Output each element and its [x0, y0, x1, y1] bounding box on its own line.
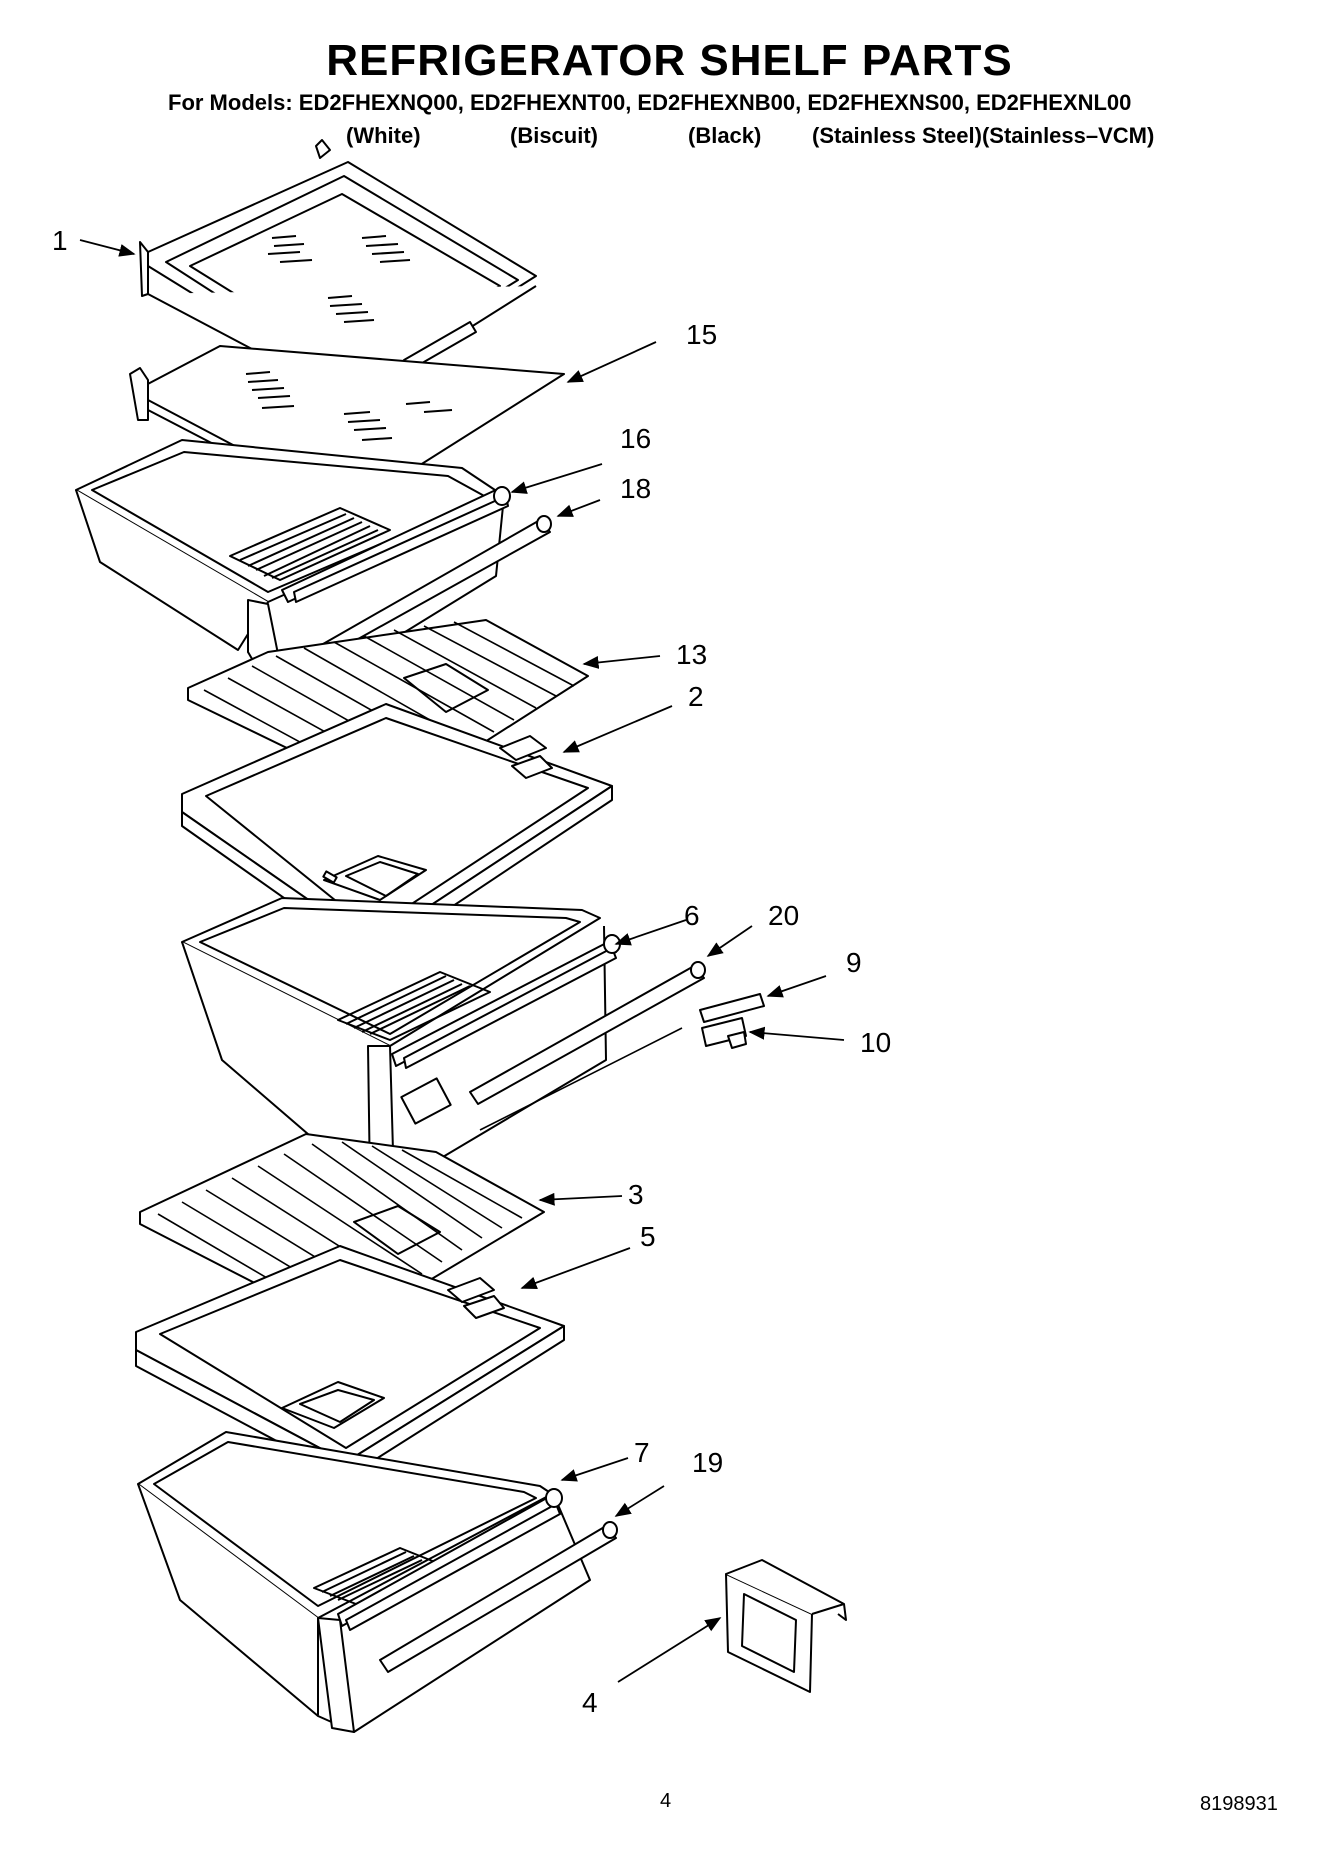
lower-crisper-drawer: [137, 1431, 618, 1733]
part-3-lower-shelf-insert: [139, 1133, 545, 1331]
callout-18: 18: [620, 473, 651, 504]
leader-line-4: [617, 1617, 722, 1683]
callout-15: 15: [686, 319, 717, 350]
callout-10: 10: [860, 1027, 891, 1058]
callout-13: 13: [676, 639, 707, 670]
callout-20: 20: [768, 900, 799, 931]
callout-3: 3: [628, 1179, 644, 1210]
part-1-top-shelf-assembly: [139, 139, 537, 403]
callout-4: 4: [582, 1687, 598, 1718]
leader-line-3: [538, 1192, 623, 1206]
middle-crisper-drawer: [181, 897, 706, 1187]
part-10-slider: [701, 1017, 747, 1049]
variant-stainless: (Stainless Steel)(Stainless–VCM): [812, 123, 1155, 148]
part-4-bracket: [725, 1559, 847, 1693]
diagram-title: REFRIGERATOR SHELF PARTS: [326, 36, 1013, 85]
leader-line-10: [748, 1026, 845, 1041]
variant-black: (Black): [688, 123, 762, 148]
leader-line-6: [614, 919, 687, 946]
callout-7: 7: [634, 1437, 650, 1468]
callout-5: 5: [640, 1221, 656, 1252]
upper-crisper-drawer: [75, 439, 552, 705]
callout-19: 19: [692, 1447, 723, 1478]
callout-9: 9: [846, 947, 862, 978]
part-5-lower-shelf-frame: [135, 1245, 565, 1479]
callout-1: 1: [52, 225, 68, 256]
leader-line-15: [566, 341, 657, 383]
variant-biscuit: (Biscuit): [510, 123, 598, 148]
leader-line-9: [766, 975, 827, 998]
leader-line-19: [614, 1485, 665, 1517]
part-9-label: [699, 993, 765, 1023]
callout-2: 2: [688, 681, 704, 712]
callout-6: 6: [684, 900, 700, 931]
leader-line-2: [562, 705, 673, 753]
leader-line-5: [520, 1247, 631, 1290]
leader-line-16: [510, 463, 603, 494]
leader-line-18: [556, 499, 601, 517]
leader-line-7: [560, 1457, 629, 1482]
page-number: 4: [660, 1790, 672, 1812]
models-line: For Models: ED2FHEXNQ00, ED2FHEXNT00, ED…: [168, 90, 1132, 115]
document-number: 8198931: [1200, 1793, 1278, 1815]
variant-white: (White): [346, 123, 421, 148]
leader-line-20: [706, 925, 753, 957]
leader-line-13: [582, 655, 661, 669]
callout-16: 16: [620, 423, 651, 454]
leader-line-1: [79, 239, 136, 257]
